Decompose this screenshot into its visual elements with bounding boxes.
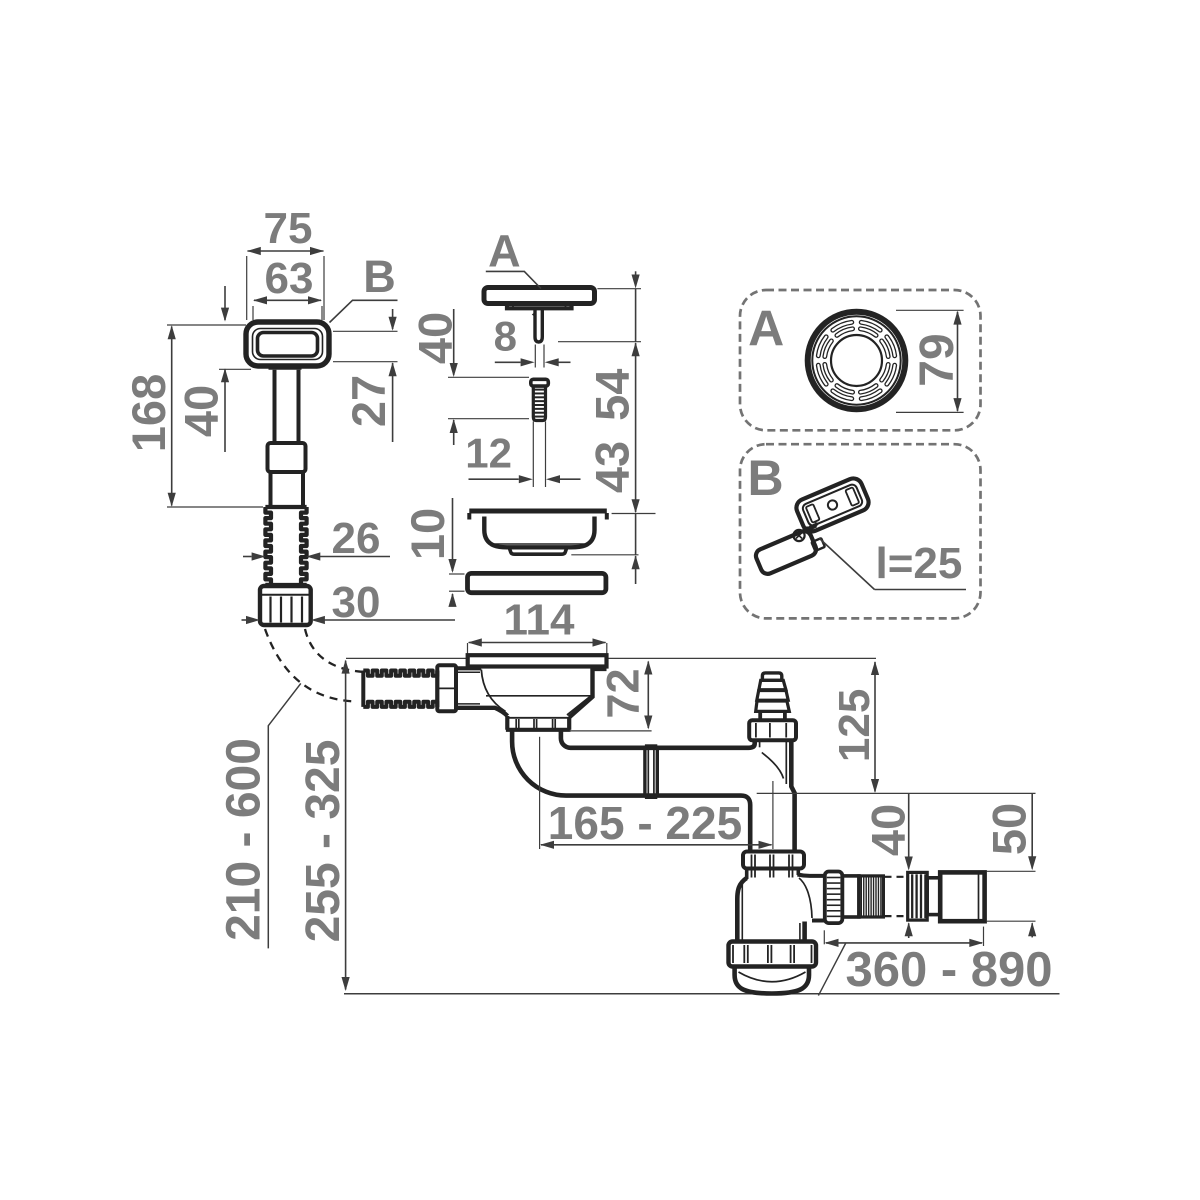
svg-text:10: 10 xyxy=(401,508,454,560)
svg-text:75: 75 xyxy=(264,204,313,253)
svg-text:114: 114 xyxy=(504,596,576,645)
svg-text:A: A xyxy=(748,301,784,357)
svg-text:27: 27 xyxy=(342,375,395,427)
svg-text:43: 43 xyxy=(585,441,638,493)
svg-text:40: 40 xyxy=(175,385,228,437)
svg-text:l=25: l=25 xyxy=(876,539,963,588)
svg-text:168: 168 xyxy=(122,374,175,452)
svg-text:40: 40 xyxy=(409,312,462,364)
svg-text:54: 54 xyxy=(585,369,638,421)
svg-text:360 - 890: 360 - 890 xyxy=(845,943,1052,997)
svg-text:72: 72 xyxy=(597,668,648,718)
svg-text:125: 125 xyxy=(830,689,879,762)
svg-text:40: 40 xyxy=(861,804,914,856)
svg-text:50: 50 xyxy=(983,803,1036,855)
svg-text:26: 26 xyxy=(332,514,381,563)
svg-text:255 - 325: 255 - 325 xyxy=(297,740,350,943)
svg-text:165 - 225: 165 - 225 xyxy=(548,797,742,849)
svg-text:B: B xyxy=(363,251,396,302)
svg-text:210 - 600: 210 - 600 xyxy=(217,738,270,941)
svg-text:79: 79 xyxy=(911,333,964,386)
svg-text:A: A xyxy=(488,226,521,277)
svg-text:12: 12 xyxy=(465,430,512,477)
svg-text:B: B xyxy=(747,450,783,506)
svg-text:63: 63 xyxy=(265,254,314,303)
svg-text:8: 8 xyxy=(494,313,517,360)
svg-text:30: 30 xyxy=(332,578,381,627)
